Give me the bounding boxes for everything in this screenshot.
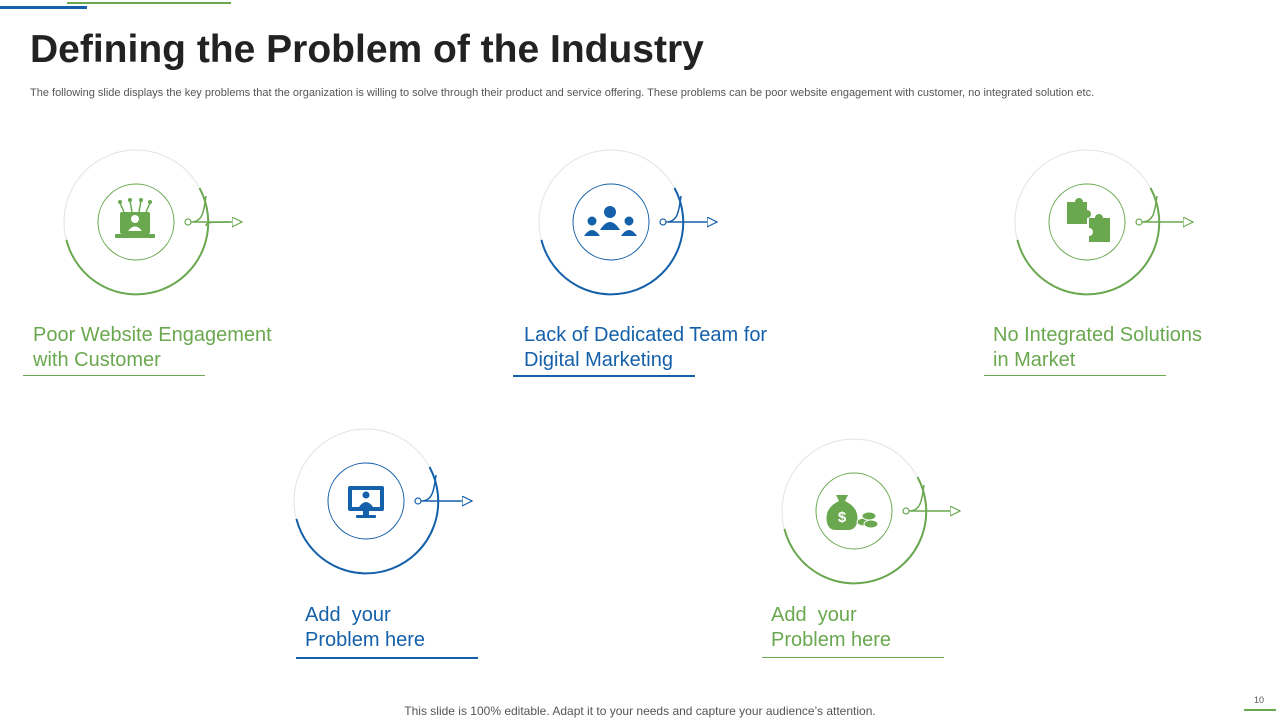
problem-node-2 <box>538 149 717 296</box>
label-line: in Market <box>993 349 1076 371</box>
label-line: Problem here <box>305 629 426 651</box>
money-bag-icon: $ <box>826 495 879 530</box>
monitor-user-icon <box>348 486 384 518</box>
problem-label-5: Add your Problem here <box>771 603 891 653</box>
puzzle-icon <box>1067 198 1110 242</box>
inner-ring <box>572 183 650 261</box>
label-underline-3 <box>984 375 1166 376</box>
label-line: Lack of Dedicated Team for <box>524 324 768 346</box>
slide-subtitle: The following slide displays the key pro… <box>30 87 1095 99</box>
label-line: Problem here <box>771 629 892 651</box>
problem-node-4 <box>293 428 472 575</box>
label-underline-4 <box>296 657 478 659</box>
label-line: Add your <box>305 604 391 626</box>
label-underline-2 <box>513 375 695 377</box>
problem-label-4: Add your Problem here <box>305 603 425 653</box>
problem-node-3 <box>1014 149 1193 296</box>
problem-node-5: $ <box>781 438 960 585</box>
footer-note: This slide is 100% editable. Adapt it to… <box>404 704 876 718</box>
page-number-underline <box>1244 709 1276 711</box>
label-underline-5 <box>762 657 944 658</box>
top-accent-green <box>67 2 231 4</box>
problem-label-2: Lack of Dedicated Team for Digital Marke… <box>524 323 767 373</box>
label-line: with Customer <box>33 349 161 371</box>
problem-label-1: Poor Website Engagement with Customer <box>33 323 272 373</box>
problem-node-1 <box>63 149 242 296</box>
page-number: 10 <box>1253 695 1264 705</box>
label-underline-1 <box>23 375 205 376</box>
label-line: Add your <box>771 604 857 626</box>
team-icon <box>584 206 637 236</box>
label-line: No Integrated Solutions <box>993 324 1203 346</box>
problem-label-3: No Integrated Solutions in Market <box>993 323 1202 373</box>
slide-title: Defining the Problem of the Industry <box>30 28 704 71</box>
label-line: Digital Marketing <box>524 349 673 371</box>
svg-text:$: $ <box>838 509 847 526</box>
top-accent-blue <box>0 6 87 9</box>
label-line: Poor Website Engagement <box>33 324 272 346</box>
laptop-user-icon <box>115 198 155 238</box>
